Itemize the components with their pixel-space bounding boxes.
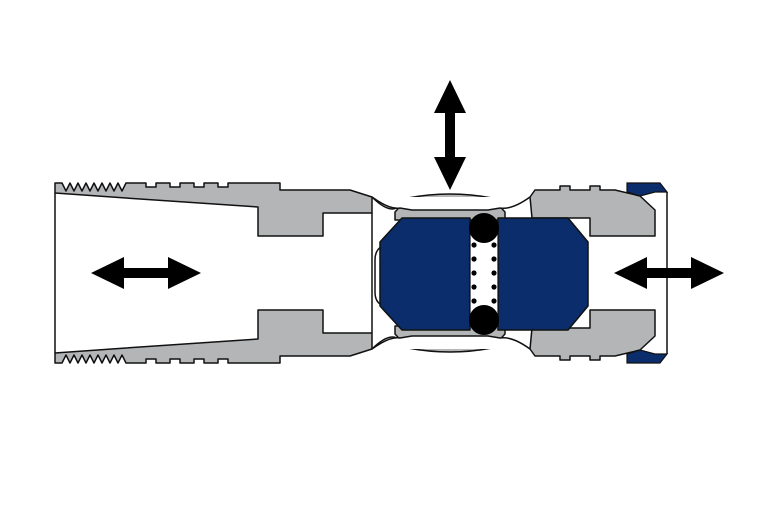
- seal-left: [379, 217, 471, 331]
- right-double-arrow-icon: [614, 257, 724, 289]
- center-collar-bottom-neck: [371, 335, 531, 350]
- left-body-bottom: [54, 309, 373, 364]
- right-body-top: [529, 185, 656, 237]
- spring-coils: [471, 242, 497, 304]
- seal-right: [497, 217, 589, 331]
- ball-top: [469, 213, 499, 243]
- top-double-arrow-icon: [434, 80, 466, 190]
- center-collar-top-neck: [371, 196, 531, 211]
- left-body-top: [54, 182, 373, 237]
- left-double-arrow-icon: [91, 257, 201, 289]
- right-body-bottom: [529, 309, 656, 361]
- right-end-cap-bottom: [626, 349, 669, 364]
- right-end-cap-top: [626, 182, 669, 197]
- ball-bottom: [469, 305, 499, 335]
